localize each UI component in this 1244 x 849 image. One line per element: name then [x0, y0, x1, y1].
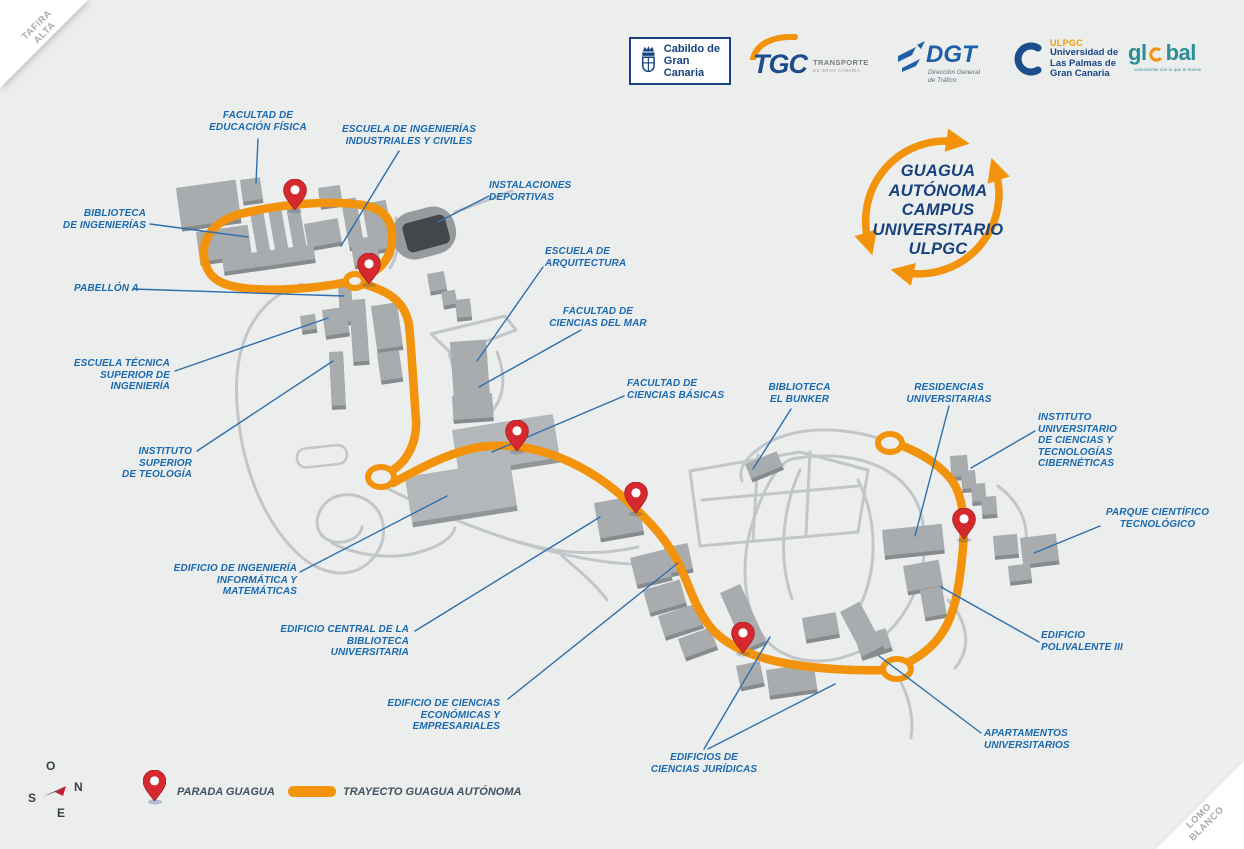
tgc-subtitle-1: TRANSPORTE: [813, 58, 869, 67]
global-word-start: gl: [1128, 40, 1147, 65]
map-label-edificio-ingenieria-informatica-matematicas: EDIFICIO DE INGENIERÍA INFORMÁTICA Y MAT…: [173, 563, 297, 597]
roundabout: [365, 464, 397, 490]
map-label-instituto-superior-teologia: INSTITUTO SUPERIOR DE TEOLOGÍA: [122, 446, 192, 480]
tgc-logo: TGC TRANSPORTE DE GRAN CANARIA: [745, 34, 875, 86]
ulpgc-acronym: ULPGC: [1050, 38, 1083, 48]
tgc-acronym: TGC: [753, 49, 808, 79]
map-label-apartamentos-universitarios: APARTAMENTOS UNIVERSITARIOS: [984, 728, 1070, 751]
cabildo-logo-text: Cabildo de Gran Canaria: [663, 43, 720, 79]
ulpgc-glyph-icon: [1014, 42, 1042, 76]
global-logo: gl bal conectamos con lo que te mueve: [1128, 40, 1218, 80]
campus-buildings: [175, 177, 1060, 700]
map-label-facultad-ciencias-del-mar: FACULTAD DE CIENCIAS DEL MAR: [549, 306, 647, 329]
legend-route-swatch: [288, 786, 336, 797]
cabildo-crest-icon: [641, 45, 655, 73]
map-label-facultad-ciencias-basicas: FACULTAD DE CIENCIAS BÁSICAS: [627, 378, 725, 401]
legend-stop-label: PARADA GUAGUA: [177, 786, 275, 798]
compass-n: N: [74, 780, 83, 794]
map-label-biblioteca-el-bunker: BIBLIOTECA EL BUNKER: [768, 382, 831, 405]
corner-ribbon-lomo-blanco: [1156, 761, 1244, 849]
map-label-parque-cientifico-tecnologico: PARQUE CIENTÍFICO TECNOLÓGICO: [1105, 507, 1210, 530]
dgt-glyph-icon: [898, 41, 925, 72]
global-swirl-o-icon: [1148, 47, 1164, 62]
route-east-leg: [900, 442, 968, 667]
compass-rose: O N S E: [28, 759, 83, 820]
compass-e: E: [57, 806, 65, 820]
ulpgc-logo: ULPGC Universidad de Las Palmas de Gran …: [1008, 36, 1126, 88]
dgt-subtitle: Dirección General de Tráfico: [928, 69, 981, 84]
map-label-facultad-educacion-fisica: FACULTAD DE EDUCACIÓN FÍSICA: [209, 110, 307, 133]
legend: PARADA GUAGUA TRAYECTO GUAGUA AUTÓNOMA: [143, 770, 521, 805]
badge-title: GUAGUA AUTÓNOMA CAMPUS UNIVERSITARIO ULP…: [872, 162, 1004, 258]
map-label-escuela-ingenierias-industriales-civiles: ESCUELA DE INGENIERÍAS INDUSTRIALES Y CI…: [341, 124, 477, 147]
global-wordmark: gl bal: [1128, 40, 1218, 66]
route-main: [388, 441, 889, 675]
badge-arrows: [854, 128, 1010, 286]
tgc-swoosh-icon: [750, 34, 798, 60]
roundabout: [343, 271, 367, 291]
tgc-subtitle-2: DE GRAN CANARIA: [813, 68, 861, 73]
bus-stop-pins: [283, 179, 976, 657]
map-label-pabellon-a: PABELLÓN A: [74, 283, 139, 294]
map-label-edificio-central-biblioteca-universitaria: EDIFICIO CENTRAL DE LA BIBLIOTECA UNIVER…: [280, 624, 409, 658]
map-label-residencias-universitarias: RESIDENCIAS UNIVERSITARIAS: [906, 382, 992, 405]
ulpgc-name: Universidad de Las Palmas de Gran Canari…: [1050, 47, 1119, 79]
dgt-acronym: DGT: [926, 41, 977, 68]
map-label-edificio-polivalente-iii: EDIFICIO POLIVALENTE III: [1041, 630, 1123, 653]
route-connector: [355, 278, 421, 475]
stadium: [391, 206, 457, 260]
map-label-instituto-ciencias-tecnologias-ciberneticas: INSTITUTO UNIVERSITARIO DE CIENCIAS Y TE…: [1038, 412, 1117, 469]
compass-needle-dark: [42, 786, 66, 797]
global-word-end: bal: [1165, 40, 1197, 65]
roundabout: [875, 431, 905, 455]
compass-o: O: [46, 759, 55, 773]
map-label-escuela-tecnica-superior-ingenieria: ESCUELA TÉCNICA SUPERIOR DE INGENIERÍA: [73, 358, 170, 392]
map-label-edificio-ciencias-economicas-empresariales: EDIFICIO DE CIENCIAS ECONÓMICAS Y EMPRES…: [387, 698, 500, 732]
global-tagline: conectamos con lo que te mueve: [1134, 67, 1202, 72]
dgt-logo: DGT Dirección General de Tráfico: [896, 36, 1004, 84]
compass-s: S: [28, 791, 36, 805]
map-label-escuela-de-arquitectura: ESCUELA DE ARQUITECTURA: [545, 246, 627, 269]
map-label-biblioteca-de-ingenierias: BIBLIOTECA DE INGENIERÍAS: [62, 208, 146, 231]
map-label-instalaciones-deportivas: INSTALACIONES DEPORTIVAS: [489, 180, 572, 203]
compass-needle-red: [55, 786, 66, 796]
corner-ribbon-tafira-alta: [0, 0, 88, 88]
leader-lines: [132, 138, 1101, 750]
cabildo-gran-canaria-logo: Cabildo de Gran Canaria: [629, 37, 731, 85]
map-label-edificios-ciencias-juridicas: EDIFICIOS DE CIENCIAS JURÍDICAS: [650, 752, 758, 775]
route-top-loop: [199, 198, 397, 294]
legend-route-label: TRAYECTO GUAGUA AUTÓNOMA: [343, 785, 521, 798]
guagua-route: [199, 198, 968, 682]
